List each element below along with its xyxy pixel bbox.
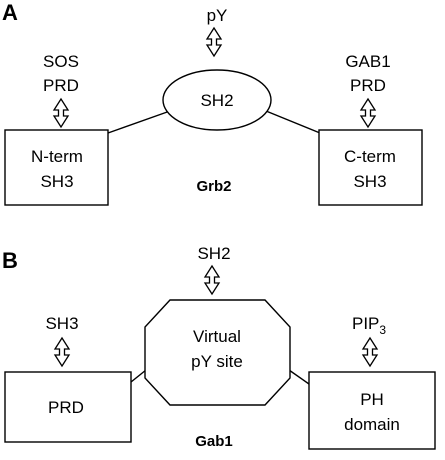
ph-domain-line2: domain <box>344 415 400 434</box>
virtual-py-site-line2: pY site <box>191 352 243 371</box>
ph-domain-line1: PH <box>360 390 384 409</box>
c-term-sh3-box <box>318 129 423 206</box>
pip3-partner-label: PIP3 <box>352 314 386 337</box>
n-term-sh3-line1: N-term <box>31 147 83 166</box>
pip3-binding-arrow-icon <box>362 337 378 367</box>
virtual-py-site-octagon <box>144 299 291 406</box>
c-term-sh3-line2: SH3 <box>353 172 386 191</box>
prd-box <box>4 371 132 443</box>
panel-a-letter: A <box>2 0 18 25</box>
n-term-sh3-box <box>4 129 109 206</box>
virtual-py-site-line1: Virtual <box>193 327 241 346</box>
sos-binding-arrow-icon <box>53 98 69 128</box>
gab1-partner-line2: PRD <box>350 76 386 95</box>
gab1-partner-line1: GAB1 <box>345 52 390 71</box>
sh3-partner-label: SH3 <box>45 314 78 333</box>
sh2-partner-label: SH2 <box>197 244 230 263</box>
n-term-sh3-line2: SH3 <box>40 172 73 191</box>
panel-b-letter: B <box>2 248 18 273</box>
sh2-domain-label: SH2 <box>200 91 233 110</box>
grb2-protein-name: Grb2 <box>196 178 231 195</box>
pip3-partner-subscript: 3 <box>379 323 386 337</box>
gab1-linker-left <box>130 369 147 383</box>
sh3-binding-arrow-icon <box>54 337 70 367</box>
py-binding-arrow-icon <box>206 27 222 57</box>
sh2-binding-arrow-icon <box>204 265 220 295</box>
sh2-domain-ellipse <box>162 69 272 131</box>
gab1-linker-right <box>288 369 310 385</box>
grb2-linker-left <box>107 110 171 134</box>
gab1-binding-arrow-icon <box>360 98 376 128</box>
ph-domain-box <box>308 371 436 450</box>
gab1-protein-name: Gab1 <box>195 433 233 450</box>
prd-label: PRD <box>48 398 84 417</box>
grb2-linker-right <box>265 110 321 134</box>
pip3-partner-base: PIP <box>352 314 379 333</box>
py-partner-label: pY <box>207 6 228 25</box>
sos-partner-line2: PRD <box>43 76 79 95</box>
sos-partner-line1: SOS <box>43 52 79 71</box>
c-term-sh3-line1: C-term <box>344 147 396 166</box>
